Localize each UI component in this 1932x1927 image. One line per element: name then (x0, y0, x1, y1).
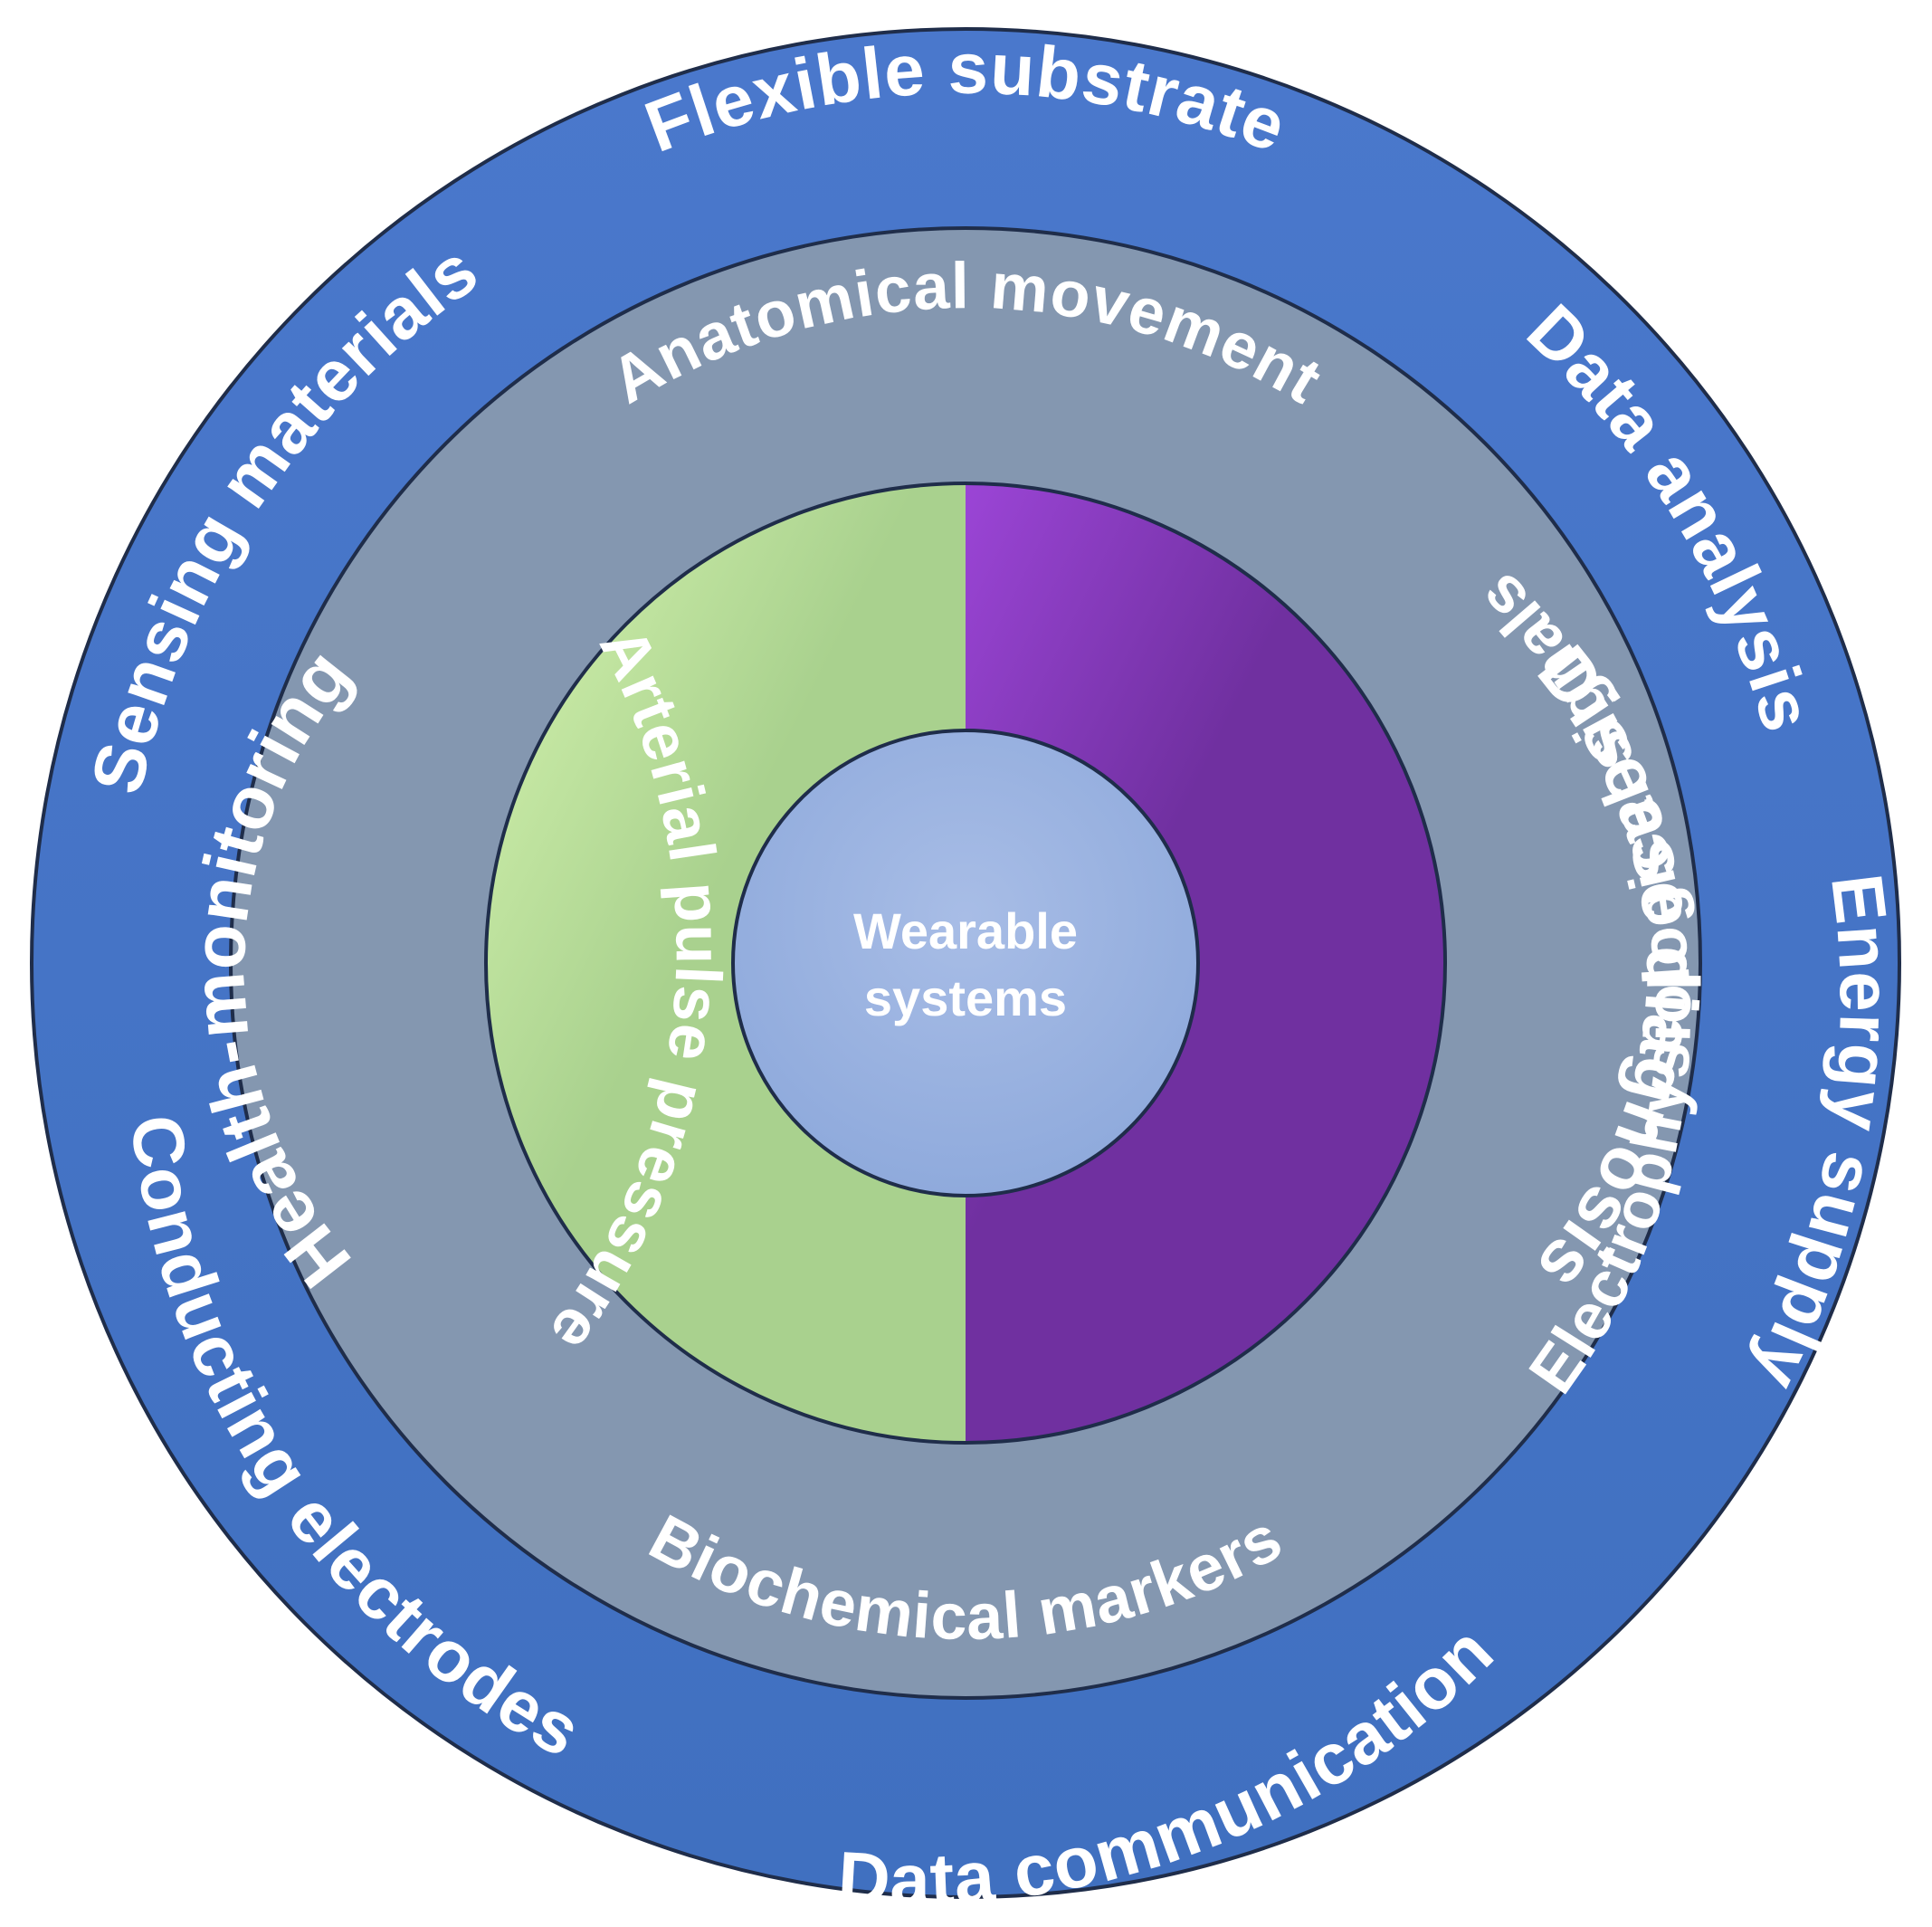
inner-ring-left-half (486, 483, 966, 1443)
core-label-line2: systems (864, 969, 1067, 1026)
core-circle (731, 729, 1200, 1197)
inner-ring-right-half (966, 483, 1445, 1443)
inner-ring-border (484, 482, 1447, 1445)
core-label-line1: Wearable (853, 902, 1078, 959)
